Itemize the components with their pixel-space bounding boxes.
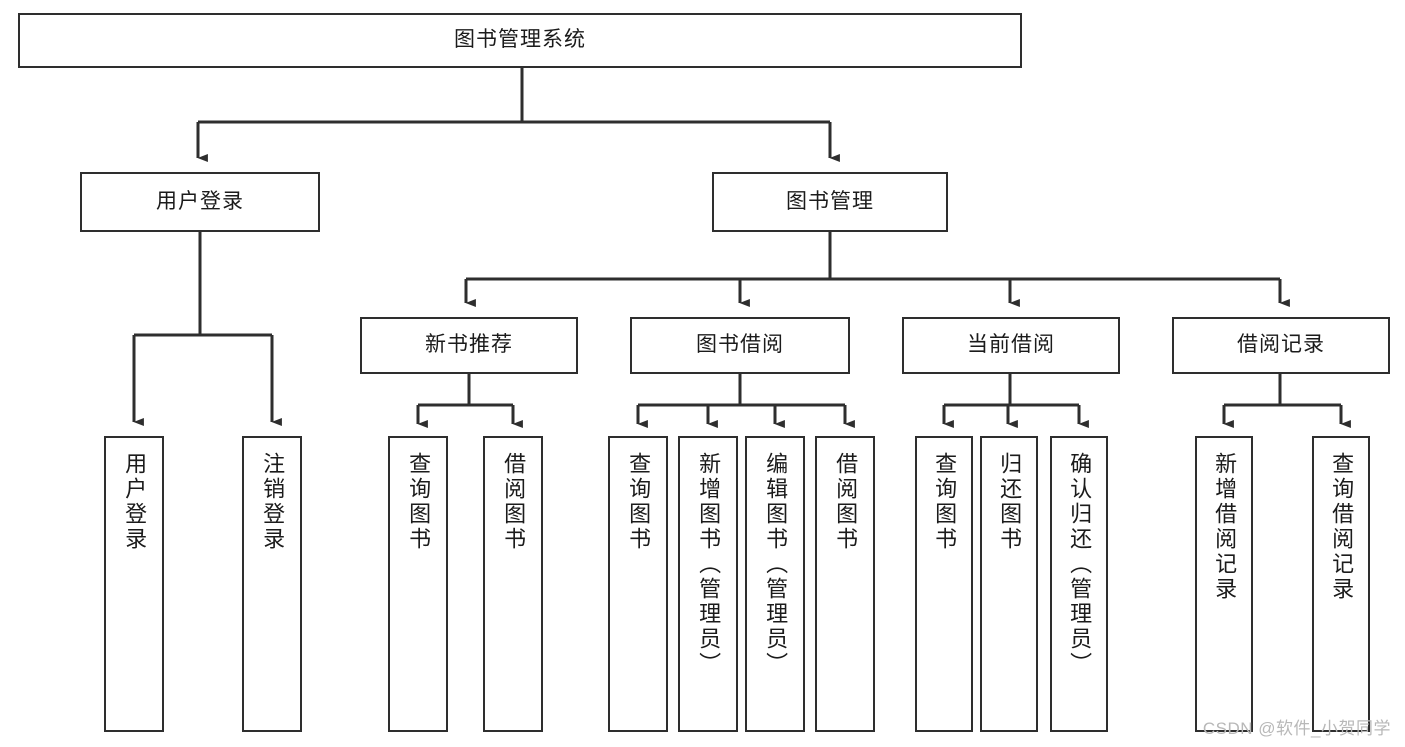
node-leaf-query-books-borrow-label: 查询图书 xyxy=(626,452,652,552)
node-leaf-add-book-admin[interactable]: 新增图书（管理员） xyxy=(678,436,738,732)
node-leaf-query-books-rec-label: 查询图书 xyxy=(406,452,432,552)
node-leaf-user-login-label: 用户登录 xyxy=(122,452,148,552)
node-leaf-add-borrow-record-label: 新增借阅记录 xyxy=(1212,452,1238,602)
node-book-borrowing[interactable]: 图书借阅 xyxy=(630,317,850,374)
csdn-watermark: CSDN @软件_小贺同学 xyxy=(1202,719,1391,738)
node-leaf-return-books[interactable]: 归还图书 xyxy=(980,436,1038,732)
node-root-book-management-system[interactable]: 图书管理系统 xyxy=(18,13,1022,68)
node-leaf-query-books-current-label: 查询图书 xyxy=(932,452,958,552)
node-book-borrowing-label: 图书借阅 xyxy=(696,333,784,357)
node-new-book-recommendation[interactable]: 新书推荐 xyxy=(360,317,578,374)
node-leaf-logout-label: 注销登录 xyxy=(260,452,286,552)
node-leaf-borrow-books-label: 借阅图书 xyxy=(833,452,859,552)
node-leaf-confirm-return-admin[interactable]: 确认归还（管理员） xyxy=(1050,436,1108,732)
node-leaf-add-book-admin-label: 新增图书（管理员） xyxy=(696,452,722,677)
node-leaf-query-borrow-record[interactable]: 查询借阅记录 xyxy=(1312,436,1370,732)
node-leaf-user-login[interactable]: 用户登录 xyxy=(104,436,164,732)
node-borrowing-records-label: 借阅记录 xyxy=(1237,333,1325,357)
node-root-label: 图书管理系统 xyxy=(454,28,586,52)
node-user-login-label: 用户登录 xyxy=(156,189,244,213)
node-current-borrowing[interactable]: 当前借阅 xyxy=(902,317,1120,374)
node-leaf-add-borrow-record[interactable]: 新增借阅记录 xyxy=(1195,436,1253,732)
node-new-book-recommendation-label: 新书推荐 xyxy=(425,333,513,357)
node-leaf-query-borrow-record-label: 查询借阅记录 xyxy=(1329,452,1355,602)
node-leaf-edit-book-admin-label: 编辑图书（管理员） xyxy=(763,452,789,677)
node-book-management[interactable]: 图书管理 xyxy=(712,172,948,232)
node-leaf-query-books-borrow[interactable]: 查询图书 xyxy=(608,436,668,732)
node-user-login[interactable]: 用户登录 xyxy=(80,172,320,232)
node-leaf-borrow-books-rec[interactable]: 借阅图书 xyxy=(483,436,543,732)
node-leaf-return-books-label: 归还图书 xyxy=(997,452,1023,552)
node-book-management-label: 图书管理 xyxy=(786,189,874,213)
node-leaf-logout[interactable]: 注销登录 xyxy=(242,436,302,732)
node-leaf-query-books-rec[interactable]: 查询图书 xyxy=(388,436,448,732)
node-leaf-query-books-current[interactable]: 查询图书 xyxy=(915,436,973,732)
node-borrowing-records[interactable]: 借阅记录 xyxy=(1172,317,1390,374)
node-leaf-borrow-books[interactable]: 借阅图书 xyxy=(815,436,875,732)
node-current-borrowing-label: 当前借阅 xyxy=(967,333,1055,357)
node-leaf-edit-book-admin[interactable]: 编辑图书（管理员） xyxy=(745,436,805,732)
node-leaf-borrow-books-rec-label: 借阅图书 xyxy=(501,452,527,552)
node-leaf-confirm-return-admin-label: 确认归还（管理员） xyxy=(1067,452,1093,677)
